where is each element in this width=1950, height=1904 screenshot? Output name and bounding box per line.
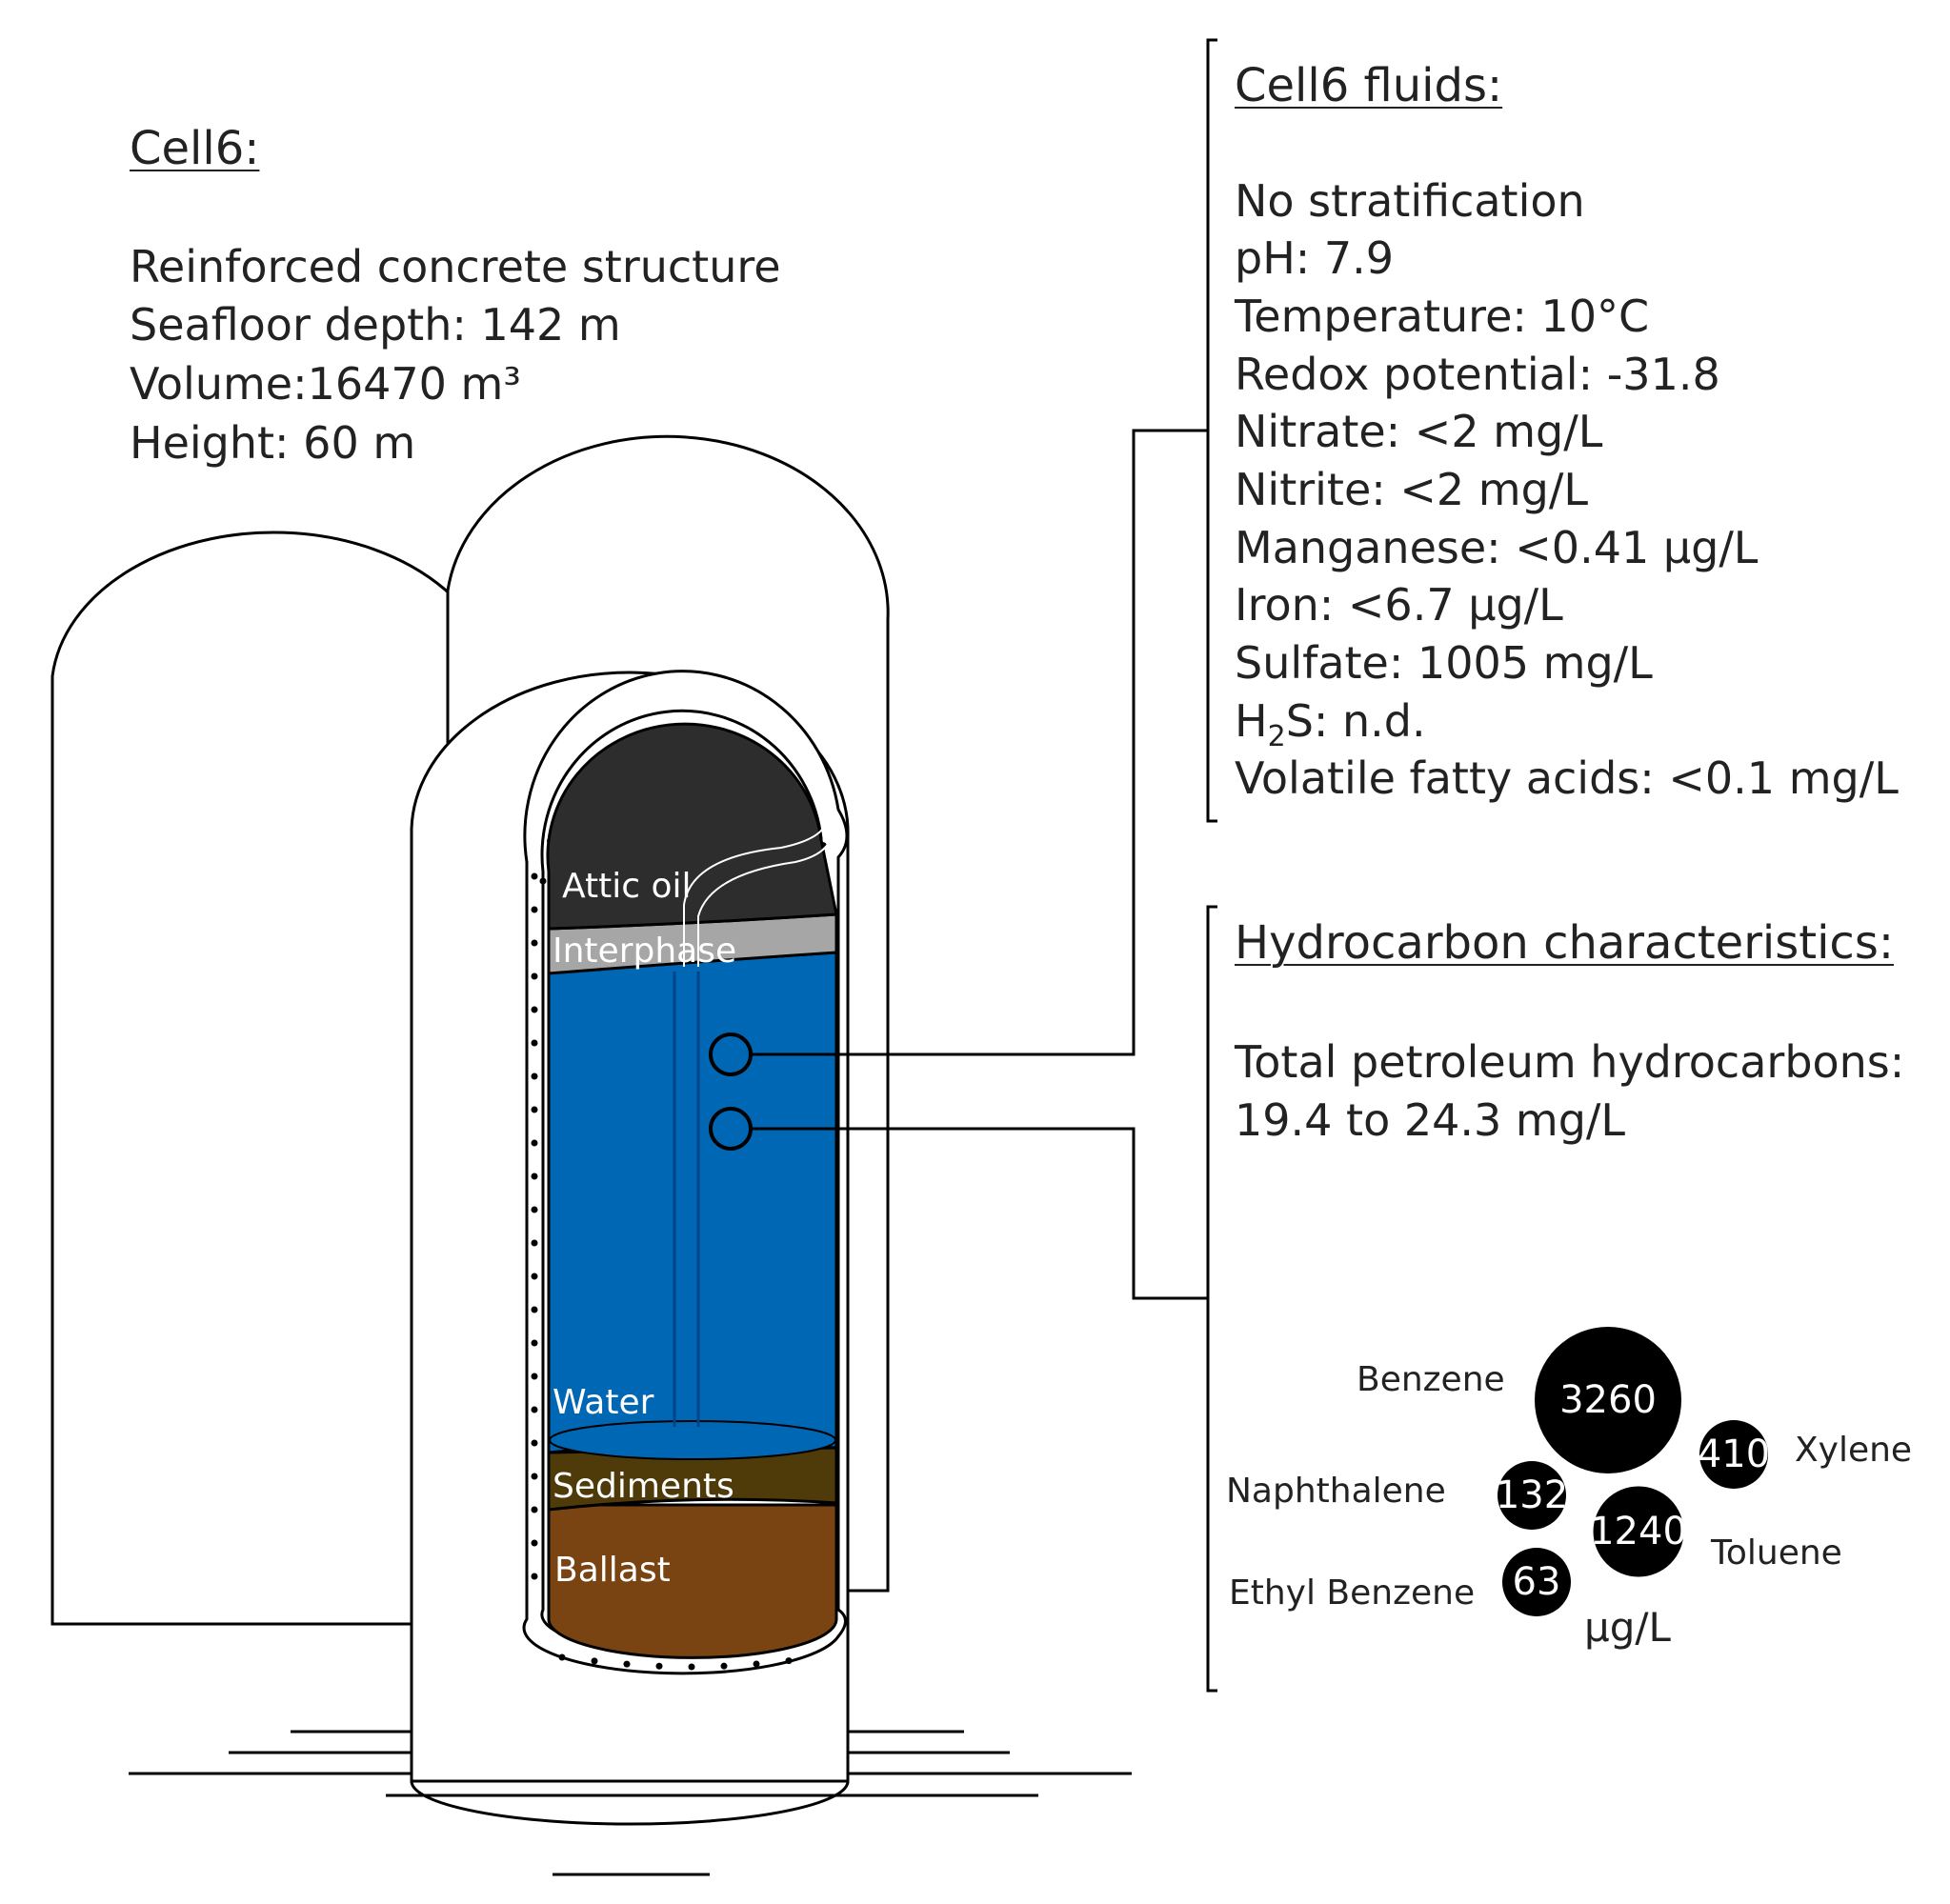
bracket-hydrocarbons — [1206, 905, 1217, 1693]
reinforcement-dot — [591, 1657, 598, 1665]
unit-label: μg/L — [1584, 1604, 1671, 1651]
reinforcement-dot — [531, 906, 538, 913]
compound-label-toluene: Toluene — [1711, 1533, 1842, 1573]
sampling-pipes — [673, 972, 700, 1427]
fluids-temperature: Temperature: 10°C — [1235, 291, 1650, 342]
reinforcement-dot — [531, 1139, 538, 1147]
bubble-ethyl-benzene — [1502, 1548, 1571, 1616]
h2s-h: H — [1235, 695, 1268, 747]
label-ballast: Ballast — [554, 1551, 671, 1590]
reinforcement-dot — [531, 1339, 538, 1347]
cell-description-1: Reinforced concrete structure — [130, 241, 781, 292]
bubble-toluene — [1593, 1486, 1684, 1577]
cell-description-4: Height: 60 m — [130, 417, 416, 469]
reinforcement-dot — [623, 1660, 631, 1668]
tph-label: Total petroleum hydrocarbons: — [1235, 1036, 1905, 1088]
layer-water — [547, 951, 838, 1454]
compound-label-benzene: Benzene — [1357, 1360, 1505, 1399]
reinforcement-dot — [531, 1406, 538, 1413]
reinforcement-dot — [531, 1072, 538, 1080]
tph-value: 19.4 to 24.3 mg/L — [1235, 1094, 1626, 1146]
fluids-h2s: H2S: n.d. — [1235, 692, 1426, 766]
hydrocarbon-bubbles — [1498, 1327, 1768, 1616]
label-attic-oil: Attic oil — [562, 867, 692, 906]
label-sediments: Sediments — [553, 1467, 734, 1506]
layer-attic-oil — [546, 722, 838, 931]
fluids-iron: Iron: <6.7 μg/L — [1235, 579, 1563, 631]
compound-value-xylene: 410 — [1697, 1433, 1771, 1476]
reinforcement-dot — [531, 1439, 538, 1447]
reinforcement-dot — [531, 1172, 538, 1180]
hydrocarbons-title: Hydrocarbon characteristics: — [1235, 916, 1894, 970]
reinforcement-dot — [539, 877, 547, 885]
reinforcement-dot — [785, 1657, 793, 1665]
reinforcement-dot — [531, 1206, 538, 1213]
reinforcement-dot — [531, 1006, 538, 1013]
reinforcement-dot — [655, 1662, 663, 1670]
reinforcement-dot — [531, 1506, 538, 1513]
layer-ballast — [547, 1503, 838, 1659]
compound-label-xylene: Xylene — [1795, 1431, 1913, 1470]
reinforcement-dot — [558, 1653, 566, 1661]
cell-title: Cell6: — [130, 122, 260, 175]
fluids-nitrite: Nitrite: <2 mg/L — [1235, 464, 1588, 515]
reinforcement-dot — [531, 1573, 538, 1580]
reinforcement-dot — [531, 1473, 538, 1480]
reinforcement-dot — [531, 1539, 538, 1547]
reinforcement-dot — [531, 972, 538, 980]
label-interphase: Interphase — [553, 932, 737, 971]
reinforcement-dot — [531, 1239, 538, 1247]
reinforcement-dot — [720, 1662, 728, 1670]
bubble-benzene — [1535, 1327, 1681, 1473]
fluids-nitrate: Nitrate: <2 mg/L — [1235, 406, 1603, 457]
connector-lines — [751, 429, 1208, 1300]
cell-description-3: Volume:16470 m³ — [130, 358, 521, 410]
bracket-fluids — [1206, 38, 1217, 823]
reinforcement-dot — [531, 1273, 538, 1280]
fluids-stratification: No stratification — [1235, 175, 1585, 227]
fluids-sulfate: Sulfate: 1005 mg/L — [1235, 637, 1653, 689]
compound-value-toluene: 1240 — [1590, 1510, 1687, 1553]
layer-sediments — [547, 1446, 838, 1512]
compound-label-ethylbenzene: Ethyl Benzene — [1229, 1573, 1476, 1613]
fluids-ph: pH: 7.9 — [1235, 232, 1395, 284]
h2s-rest: S: n.d. — [1285, 695, 1426, 747]
reinforcement-dot — [531, 939, 538, 947]
cell-description-2: Seafloor depth: 142 m — [130, 299, 621, 351]
bubble-xylene — [1699, 1420, 1768, 1489]
h2s-subscript: 2 — [1267, 720, 1286, 754]
fluids-manganese: Manganese: <0.41 μg/L — [1235, 522, 1759, 573]
reinforcement-dot — [688, 1663, 695, 1671]
reinforcement-dot — [531, 1306, 538, 1313]
compound-value-benzene: 3260 — [1559, 1378, 1657, 1422]
reinforcement-dot — [531, 1039, 538, 1047]
label-water: Water — [553, 1383, 654, 1422]
fluids-title: Cell6 fluids: — [1235, 59, 1503, 112]
compound-value-naphthalene: 132 — [1495, 1473, 1569, 1517]
bubble-naphthalene — [1498, 1461, 1566, 1530]
fluids-redox: Redox potential: -31.8 — [1235, 349, 1720, 400]
reinforcement-dot — [753, 1660, 760, 1668]
compound-label-naphthalene: Naphthalene — [1226, 1472, 1446, 1511]
reinforcement-dot — [531, 872, 538, 880]
reinforcement-dot — [531, 1106, 538, 1113]
compound-value-ethylbenzene: 63 — [1512, 1560, 1561, 1604]
fluids-vfa: Volatile fatty acids: <0.1 mg/L — [1235, 752, 1899, 804]
reinforcement-dot — [531, 1373, 538, 1380]
